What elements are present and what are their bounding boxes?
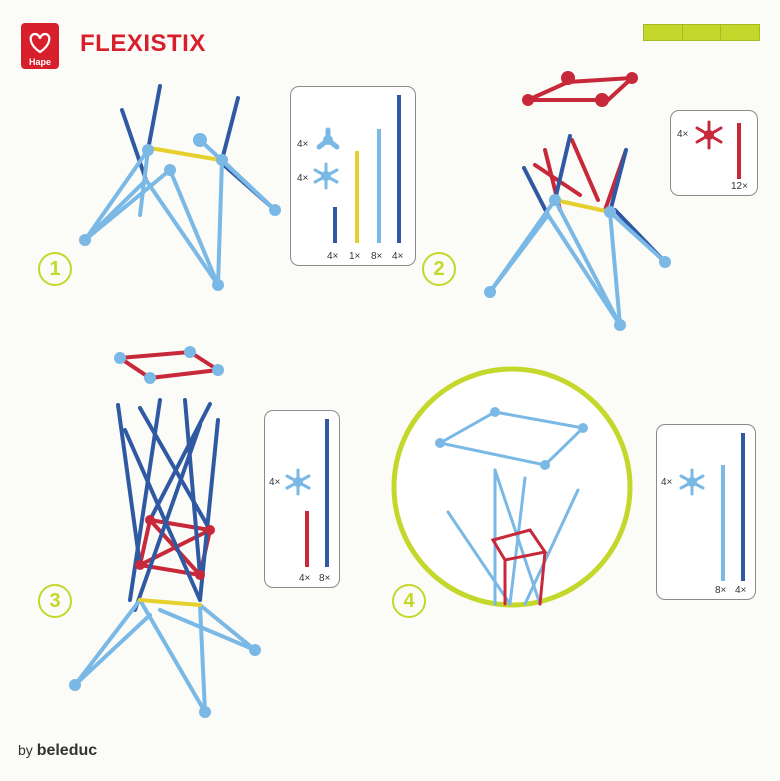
part-qty: 4× — [661, 477, 673, 488]
footer-credit: by beleduc — [18, 742, 97, 760]
part-qty: 1× — [349, 251, 361, 262]
long-dark-blue-rod — [397, 95, 401, 243]
step-number-4: 4 — [392, 584, 426, 618]
long-dark-blue-rod — [741, 433, 745, 581]
short-dark-blue-rod — [333, 207, 337, 243]
three-arm-connector-icon — [316, 127, 340, 150]
logo-text: Hape — [29, 57, 51, 67]
red-rod — [737, 123, 741, 179]
brand-title: FLEXISTIX — [80, 30, 206, 57]
part-qty: 4× — [735, 585, 747, 596]
yellow-rod — [355, 151, 359, 243]
step-number-3: 3 — [38, 584, 72, 618]
partner-logo-text: beleduc — [36, 742, 98, 759]
part-qty: 4× — [327, 251, 339, 262]
light-blue-rod — [377, 129, 381, 243]
light-blue-rod — [721, 465, 725, 581]
part-qty: 8× — [319, 573, 331, 584]
part-qty: 8× — [715, 585, 727, 596]
step-number-1: 1 — [38, 252, 72, 286]
part-qty: 4× — [677, 129, 689, 140]
step-4-illustration — [391, 366, 633, 608]
six-arm-connector-icon — [679, 468, 705, 496]
hape-logo: Hape — [20, 22, 60, 70]
part-qty: 4× — [299, 573, 311, 584]
long-dark-blue-rod — [325, 419, 329, 567]
part-qty: 4× — [269, 477, 281, 488]
step-1-parts-box: 4× 4× 4× 1× 8× 4× — [290, 86, 416, 266]
step-3-illustration — [69, 346, 261, 718]
step-2-illustration — [484, 71, 671, 331]
six-arm-connector-icon — [285, 468, 311, 496]
step-3-parts-box: 4× 4× 8× — [264, 410, 340, 588]
step-4-parts-box: 4× 8× 4× — [656, 424, 756, 600]
red-rod — [305, 511, 309, 567]
step-2-parts-box: 4× 12× — [670, 110, 758, 196]
part-qty: 8× — [371, 251, 383, 262]
six-arm-connector-icon — [313, 162, 339, 190]
footer-by: by — [18, 742, 33, 758]
progress-indicator — [643, 24, 761, 41]
step-number-2: 2 — [422, 252, 456, 286]
red-six-arm-connector-icon — [695, 120, 723, 150]
part-qty: 4× — [392, 251, 404, 262]
part-qty: 4× — [297, 173, 309, 184]
part-qty: 12× — [731, 181, 748, 192]
progress-segment — [720, 24, 761, 41]
step-1-illustration — [79, 84, 281, 291]
part-qty: 4× — [297, 139, 309, 150]
